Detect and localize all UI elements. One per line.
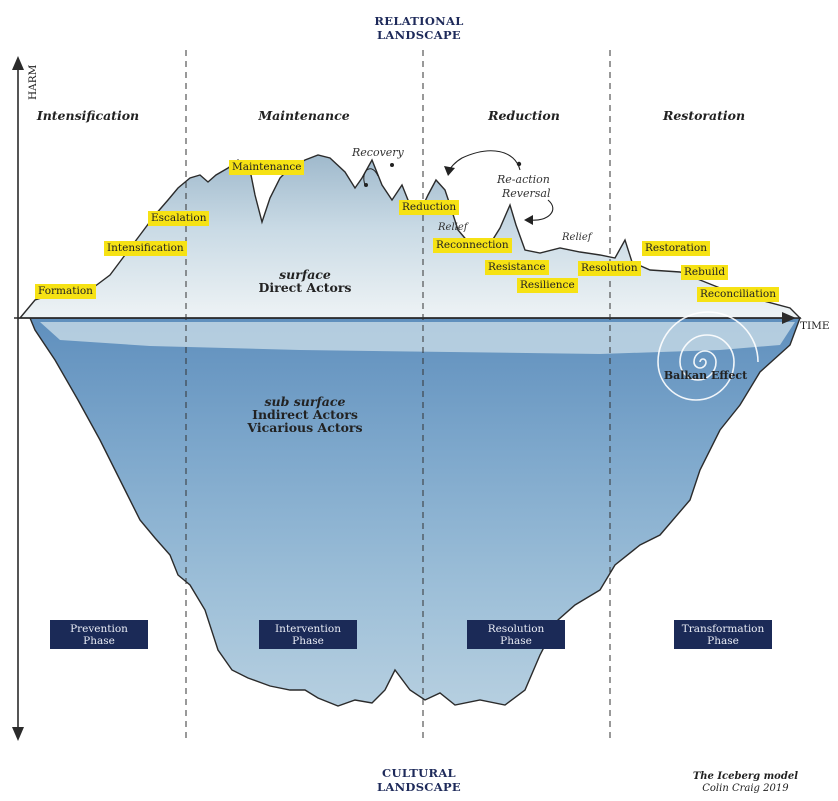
tag-restoration: Restoration [642, 241, 710, 256]
cultural-landscape: CULTURAL LANDSCAPE [0, 766, 838, 794]
transformation-phase-line2: Phase [707, 634, 739, 647]
surface-label: surface [279, 267, 331, 282]
note-relief-1: Relief [438, 222, 468, 233]
tag-maintenance: Maintenance [229, 160, 305, 175]
reaction-arrow [447, 150, 521, 173]
reversal-arrowhead [524, 215, 533, 225]
recovery-arrow [363, 168, 379, 186]
iceberg-subsurface [28, 317, 802, 707]
subsurface-actors: sub surface Indirect Actors Vicarious Ac… [230, 395, 380, 434]
credit: The Iceberg model Colin Craig 2019 [693, 771, 798, 795]
transformation-phase-line1: Transformation [681, 622, 765, 635]
sub-surface-label: sub surface [264, 394, 346, 409]
time-label: TIME [800, 320, 830, 332]
prevention-phase-box: Prevention Phase [50, 620, 148, 649]
note-relief-2: Relief [562, 232, 592, 243]
tag-formation: Formation [35, 284, 96, 299]
tag-reconciliation: Reconciliation [697, 287, 779, 302]
note-recovery: Recovery [352, 146, 404, 159]
vicarious-actors-label: Vicarious Actors [247, 420, 363, 435]
balkan-effect-label: Balkan Effect [663, 369, 748, 382]
indirect-actors-label: Indirect Actors [252, 407, 358, 422]
credit-author: Colin Craig 2019 [702, 783, 789, 794]
tag-reduction: Reduction [399, 200, 460, 215]
phase-intensification: Intensification [36, 108, 140, 123]
relational-landscape-line2: LANDSCAPE [377, 28, 461, 42]
harm-label: HARM [27, 64, 39, 100]
tag-rebuild: Rebuild [681, 265, 729, 280]
phase-reduction: Reduction [488, 108, 560, 123]
surface-actors: surface Direct Actors [230, 268, 380, 294]
resolution-phase-line2: Phase [500, 634, 532, 647]
reversal-arrow [529, 199, 554, 221]
tag-intensification: Intensification [104, 241, 187, 256]
recovery-dot-1 [364, 183, 368, 187]
tag-resistance: Resistance [485, 260, 549, 275]
tag-resolution: Resolution [578, 261, 641, 276]
subsurface-light-band [40, 322, 795, 354]
cultural-landscape-line2: LANDSCAPE [377, 780, 461, 794]
note-reversal: Reversal [502, 187, 551, 200]
reaction-dot [516, 161, 522, 167]
tag-escalation: Escalation [148, 211, 210, 226]
harm-arrow-bottom [12, 727, 24, 741]
intervention-phase-line2: Phase [292, 634, 324, 647]
iceberg-surface [18, 154, 802, 319]
intervention-phase-box: Intervention Phase [259, 620, 357, 649]
recovery-dot-2 [390, 163, 394, 167]
phase-restoration: Restoration [662, 108, 746, 123]
cultural-landscape-line1: CULTURAL [382, 766, 456, 780]
resolution-phase-box: Resolution Phase [467, 620, 565, 649]
time-arrowhead [782, 312, 796, 324]
transformation-phase-box: Transformation Phase [674, 620, 772, 649]
prevention-phase-line1: Prevention [70, 622, 128, 635]
harm-arrow-top [12, 56, 24, 70]
balkan-spiral [657, 311, 759, 401]
tag-resilience: Resilience [517, 278, 578, 293]
tag-reconnection: Reconnection [433, 238, 512, 253]
intervention-phase-line1: Intervention [275, 622, 341, 635]
direct-actors-label: Direct Actors [258, 280, 352, 295]
relational-landscape: RELATIONAL LANDSCAPE [0, 14, 838, 42]
resolution-phase-line1: Resolution [487, 622, 545, 635]
note-reaction: Re-action [497, 173, 550, 186]
prevention-phase-line2: Phase [83, 634, 115, 647]
reaction-arrowhead [444, 166, 455, 176]
phase-maintenance: Maintenance [258, 108, 350, 123]
relational-landscape-line1: RELATIONAL [374, 14, 464, 28]
credit-title: The Iceberg model [692, 771, 798, 782]
